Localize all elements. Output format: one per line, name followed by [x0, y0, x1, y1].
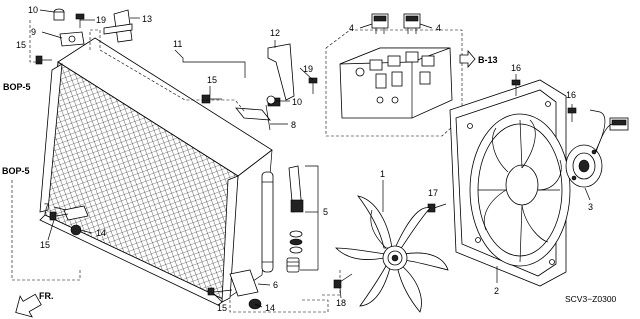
- callout-2: 2: [494, 286, 499, 296]
- bolt-18: [333, 273, 353, 289]
- callout-6: 6: [273, 280, 278, 290]
- callout-15: 15: [217, 303, 227, 313]
- bolt-16-right: [567, 107, 577, 122]
- callout-15: 15: [16, 40, 26, 50]
- fan-motor: [565, 109, 629, 188]
- callout-15: 15: [40, 240, 50, 250]
- bolt-19-upper: [75, 13, 85, 28]
- callout-8: 8: [291, 120, 296, 130]
- cap-nut-10: [53, 8, 65, 21]
- relay-left: [371, 13, 389, 34]
- callout-16: 16: [566, 90, 576, 100]
- callout-14: 14: [265, 303, 275, 313]
- callout-14: 14: [96, 228, 106, 238]
- receiver-dryer: [261, 171, 274, 273]
- callout-11: 11: [173, 39, 182, 49]
- callout-12: 12: [270, 28, 280, 38]
- bolt-19-right: [308, 77, 318, 94]
- relay-box-inset: [325, 29, 463, 137]
- leader-lines: [39, 9, 319, 308]
- callout-10: 10: [28, 5, 38, 15]
- bolt-15-upper: [35, 55, 52, 65]
- upper-bracket: [59, 9, 133, 47]
- callout-4: 4: [436, 23, 441, 33]
- callout-7: 7: [44, 202, 49, 212]
- front-arrow-icon: [15, 293, 42, 318]
- callout-17: 17: [428, 188, 438, 198]
- callout-18: 18: [336, 298, 346, 308]
- callout-15: 15: [207, 75, 217, 85]
- fan-shroud: [449, 79, 571, 287]
- upper-right-bracket: [235, 43, 295, 131]
- callout-4: 4: [349, 23, 354, 33]
- condenser: [39, 37, 273, 306]
- front-label: FR.: [39, 291, 54, 301]
- callout-16: 16: [511, 63, 521, 73]
- relay-right: [403, 13, 421, 34]
- callout-19: 19: [96, 15, 106, 25]
- reference-lines: [11, 20, 341, 313]
- reference-label-bop-upper: BOP-5: [3, 82, 31, 92]
- bolt-17: [427, 203, 447, 213]
- reference-arrow-icon: [459, 49, 476, 69]
- callout-13: 13: [142, 14, 152, 24]
- desiccant-assembly: [286, 165, 304, 273]
- reference-label-bop-lower: BOP-5: [2, 166, 30, 176]
- diagram-code: SCV3−Z0300: [565, 294, 617, 304]
- callout-9: 9: [31, 27, 36, 37]
- bolt-15-mid: [201, 94, 222, 104]
- reference-label-b13: B-13: [478, 55, 498, 65]
- callout-1: 1: [380, 169, 385, 179]
- fan-blade: [335, 195, 449, 313]
- callout-3: 3: [588, 202, 593, 212]
- callout-10: 10: [292, 97, 302, 107]
- lower-bracket-7: [49, 205, 89, 236]
- callout-19: 19: [303, 64, 313, 74]
- callout-5: 5: [323, 207, 328, 217]
